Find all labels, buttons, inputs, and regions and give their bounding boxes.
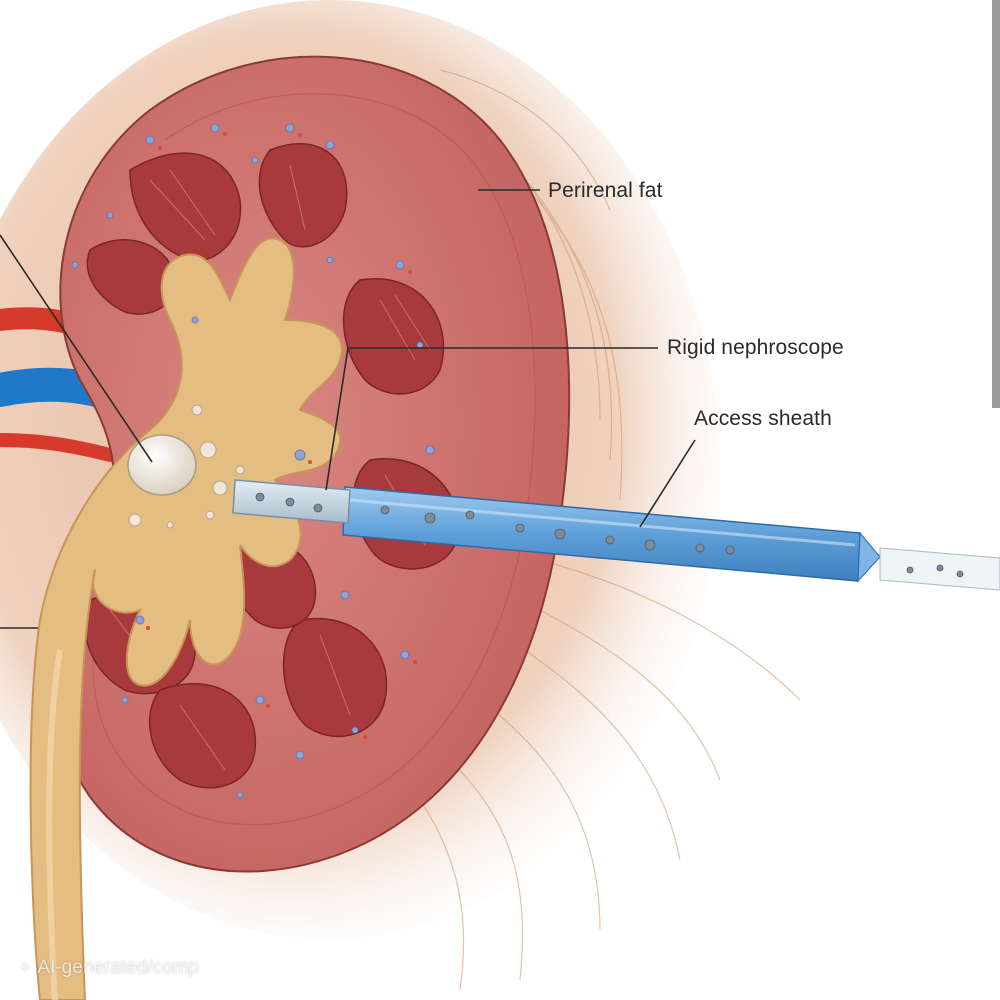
sparkle-icon: ✦ (18, 960, 32, 977)
stone-fragments (128, 404, 245, 529)
watermark-text: AI-generated/comp (37, 957, 199, 978)
ai-generated-watermark: ✦ AI-generated/comp (18, 957, 199, 979)
fat-fibers (419, 69, 801, 991)
cortical-vessels (71, 123, 435, 799)
label-access-sheath: Access sheath (694, 407, 832, 430)
fragments-in-sheath (255, 492, 964, 578)
label-rigid-nephroscope: Rigid nephroscope (667, 336, 844, 359)
leader-stone (0, 234, 153, 463)
access-sheath (342, 486, 881, 583)
renal-pelvis (29, 237, 343, 1000)
leader-access-sheath (639, 439, 696, 528)
label-perirenal-fat: Perirenal fat (548, 179, 663, 202)
leader-lines (0, 189, 696, 629)
kidney-stone (127, 434, 197, 496)
edge-bar (992, 0, 1000, 408)
leader-rigid-nephroscope (325, 347, 658, 491)
